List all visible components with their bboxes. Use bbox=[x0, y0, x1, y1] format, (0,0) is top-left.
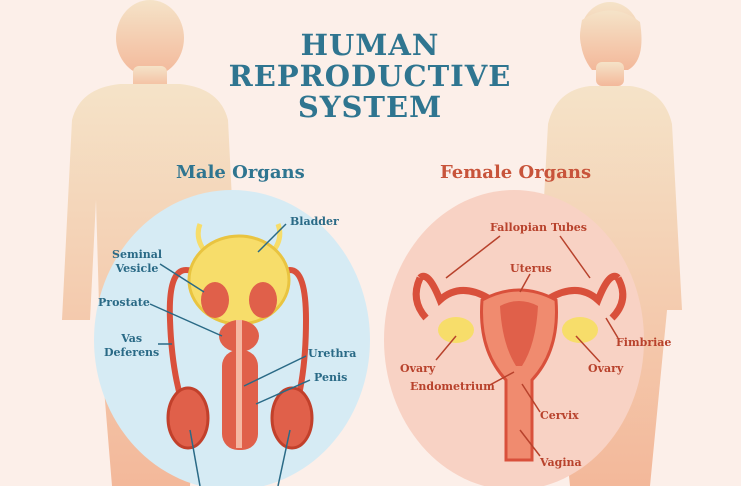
testis-right bbox=[270, 386, 314, 450]
fimbriae-left bbox=[412, 276, 429, 321]
label-fallopian-tubes: Fallopian Tubes bbox=[490, 221, 587, 234]
urethra-shape bbox=[236, 320, 242, 448]
label-urethra: Urethra bbox=[308, 347, 357, 360]
label-ovary-right: Ovary bbox=[588, 362, 624, 375]
ovary-right-shape bbox=[562, 317, 598, 343]
label-penis: Penis bbox=[314, 371, 348, 384]
label-uterus: Uterus bbox=[510, 262, 552, 275]
label-seminal-vesicle-line1: Seminal bbox=[112, 248, 163, 261]
label-cervix: Cervix bbox=[540, 409, 579, 422]
female-organs-heading: Female Organs bbox=[440, 162, 592, 183]
label-vagina: Vagina bbox=[540, 456, 582, 469]
male-leader-lines bbox=[149, 223, 311, 486]
label-endometrium: Endometrium bbox=[410, 380, 495, 393]
male-organs bbox=[149, 223, 314, 486]
title-line-1: HUMAN bbox=[300, 28, 440, 62]
fallopian-tube-left bbox=[417, 272, 490, 306]
label-seminal-vesicle: Seminal Vesicle bbox=[112, 248, 162, 276]
label-fimbriae: Fimbriae bbox=[616, 336, 672, 349]
title-line-3: SYSTEM bbox=[297, 90, 443, 124]
ovary-left-shape bbox=[438, 317, 474, 343]
male-organs-heading: Male Organs bbox=[176, 162, 305, 183]
title-line-2: REPRODUCTIVE bbox=[228, 59, 512, 93]
female-leader-lines bbox=[435, 235, 619, 457]
label-bladder: Bladder bbox=[290, 215, 339, 228]
seminal-vesicle-right bbox=[249, 282, 277, 318]
seminal-vesicle-left bbox=[201, 282, 229, 318]
endometrium-shape bbox=[500, 301, 538, 366]
uterus-shape bbox=[480, 288, 558, 462]
testis-left bbox=[166, 386, 210, 450]
label-vas-deferens-line2: Deferens bbox=[104, 346, 160, 359]
label-seminal-vesicle-line2: Vesicle bbox=[115, 262, 159, 275]
main-title: HUMAN REPRODUCTIVE SYSTEM bbox=[220, 30, 520, 123]
label-ovary-left: Ovary bbox=[400, 362, 436, 375]
label-vas-deferens-line1: Vas bbox=[121, 332, 143, 345]
female-organs bbox=[412, 235, 627, 462]
label-prostate: Prostate bbox=[98, 296, 150, 309]
fallopian-tube-right bbox=[548, 272, 621, 306]
fimbriae-right bbox=[609, 276, 627, 321]
label-vas-deferens: Vas Deferens bbox=[104, 332, 159, 360]
